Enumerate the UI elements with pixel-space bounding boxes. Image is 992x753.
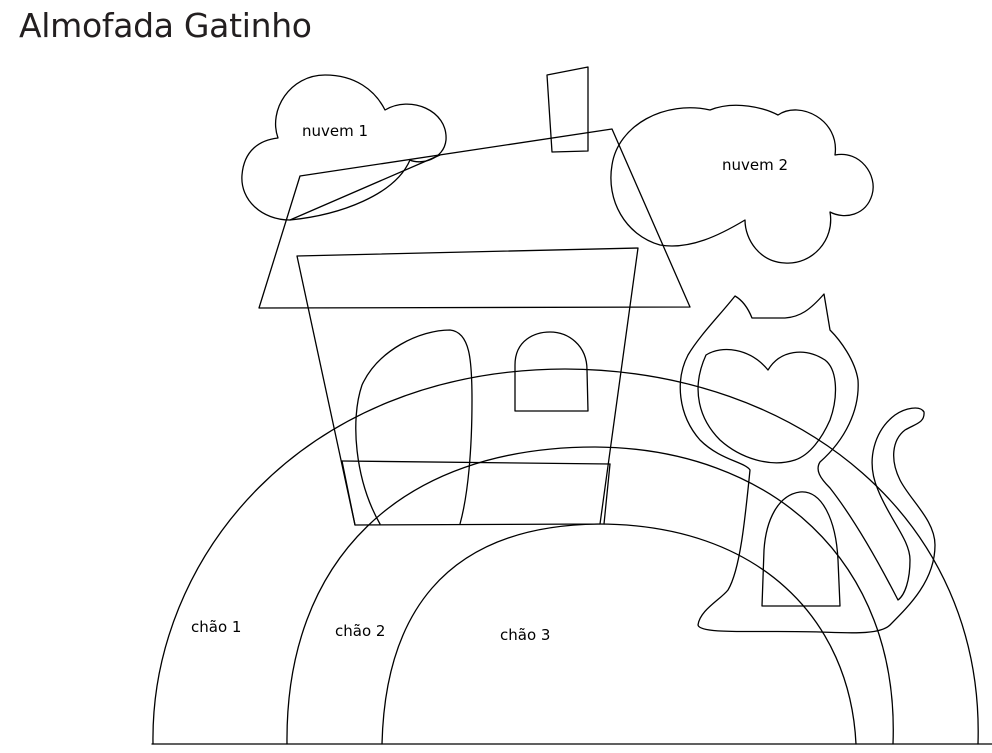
- roof-shape: [258, 128, 691, 309]
- ground-2-shape: [286, 446, 894, 745]
- cloud-2-shape: [610, 104, 874, 264]
- house-floor-band: [341, 460, 611, 465]
- cat-leg-shape: [761, 491, 841, 607]
- cloud-1-shape: [241, 74, 447, 221]
- ground-1-shape: [152, 368, 979, 745]
- ground-3-shape: [381, 523, 857, 745]
- cat-shape: [679, 293, 936, 634]
- ground-3-label: chão 3: [500, 626, 550, 644]
- cloud-2-label: nuvem 2: [722, 156, 788, 174]
- ground-1-label: chão 1: [191, 618, 241, 636]
- cat-face-shape: [697, 348, 837, 464]
- window-shape: [514, 331, 589, 412]
- house-body-shape: [296, 247, 639, 526]
- roof-overlap-line: [289, 154, 441, 221]
- door-shape: [355, 329, 473, 525]
- cloud-1-label: nuvem 1: [302, 122, 368, 140]
- page-title: Almofada Gatinho: [19, 6, 312, 45]
- chimney-shape: [546, 66, 589, 153]
- ground-2-label: chão 2: [335, 622, 385, 640]
- house-floor-left: [341, 460, 356, 526]
- house-floor-right: [603, 463, 611, 525]
